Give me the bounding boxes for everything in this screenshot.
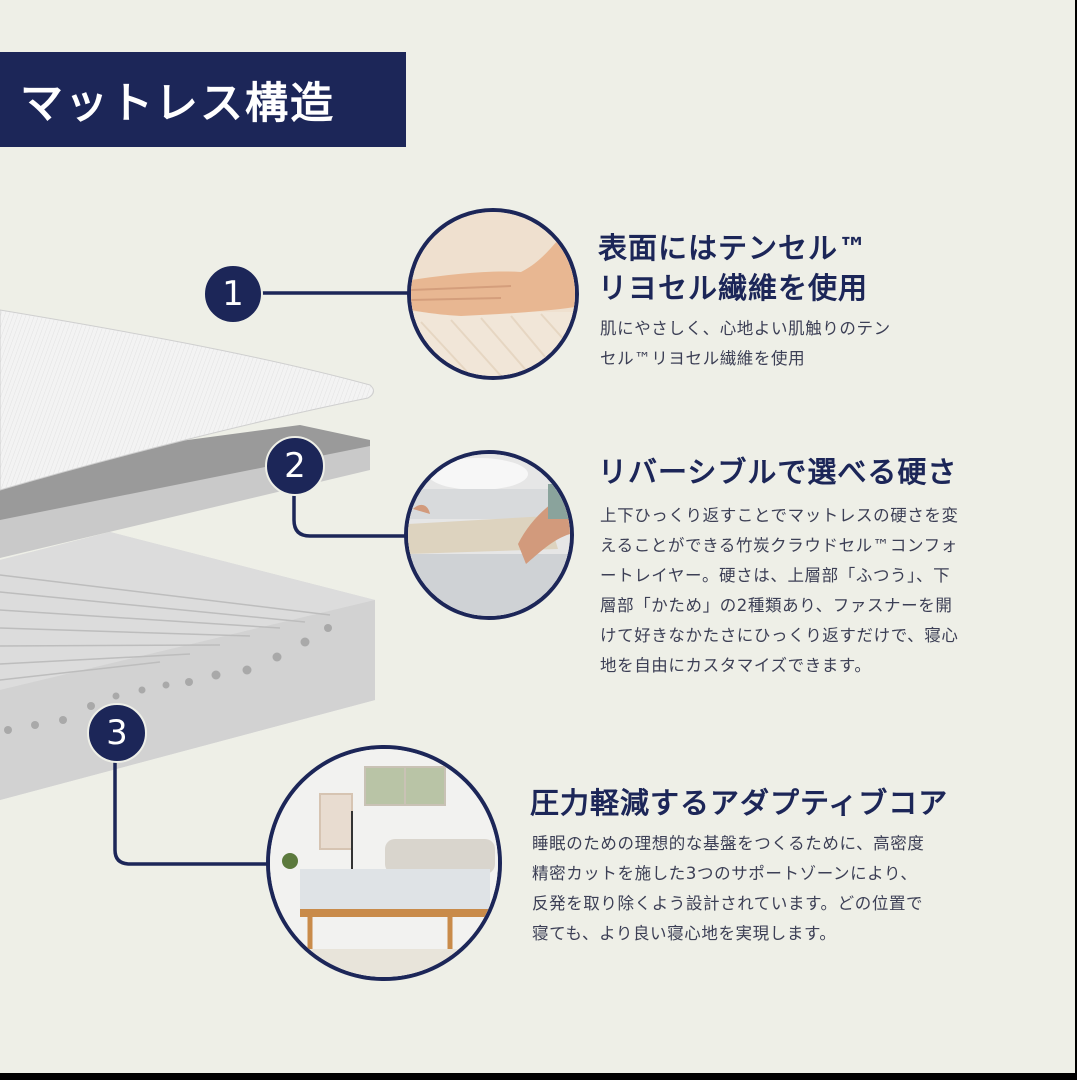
feature-1-description: 肌にやさしく、心地よい肌触りのテン セル™リヨセル繊維を使用 [600,319,891,368]
feature-3-heading: 圧力軽減するアダプティブコア [530,786,949,820]
number-badge-3: 3 [87,703,147,763]
surface-texture-photo [407,208,579,380]
adaptive-core-layer [0,532,375,800]
tencel-cover-layer [0,309,374,491]
feature-2-description: 上下ひっくり返すことでマットレスの硬さを変 えることができる竹炭クラウドセル™コ… [600,506,959,675]
page-title-banner: マットレス構造 [0,52,406,147]
feature-1-heading: 表面にはテンセル™ リヨセル繊維を使用 [598,231,869,305]
number-badge-1: 1 [203,264,263,324]
feature-2-heading: リバーシブルで選べる硬さ [598,455,958,489]
bedroom-photo [266,745,502,981]
hand-on-surface-image [411,212,575,376]
bedroom-image [270,749,498,977]
number-badge-2: 2 [265,436,325,496]
connector-lines [113,291,412,866]
page-title: マットレス構造 [20,78,335,129]
hands-flipping-layer-image [408,454,570,616]
reversible-layer-photo [404,450,574,620]
feature-3-description: 睡眠のための理想的な基盤をつくるために、高密度 精密カットを施した3つのサポート… [532,834,925,943]
